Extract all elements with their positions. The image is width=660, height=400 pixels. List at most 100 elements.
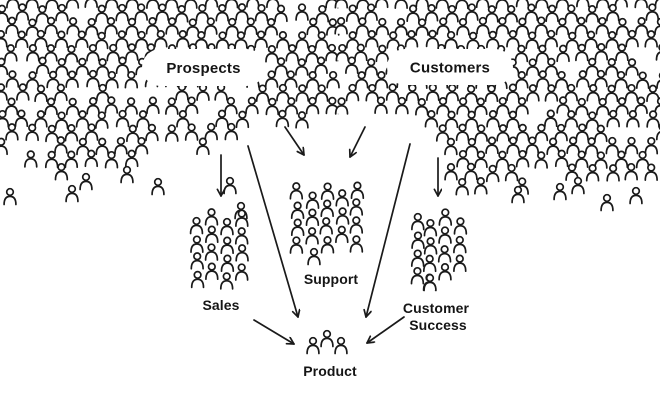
person-icon — [165, 97, 179, 115]
person-icon — [234, 227, 249, 245]
prospects-label: Prospects — [166, 60, 240, 77]
person-icon — [307, 247, 321, 266]
person-icon — [423, 237, 438, 255]
person-icon — [290, 218, 305, 237]
stray-person-icon — [223, 176, 237, 195]
person-icon — [64, 150, 79, 169]
stray-person-icon — [120, 165, 134, 184]
person-icon — [4, 97, 19, 116]
arrow-prospects-to-support — [284, 126, 305, 155]
person-icon — [435, 124, 450, 142]
person-icon — [535, 0, 549, 9]
person-icon — [335, 207, 350, 225]
person-icon — [220, 254, 235, 273]
person-icon — [220, 217, 234, 236]
person-icon — [0, 137, 8, 156]
person-icon — [145, 123, 159, 142]
person-icon — [364, 58, 378, 76]
sales-group — [189, 208, 249, 290]
product-label: Product — [303, 363, 357, 379]
stray-person-icon — [65, 184, 79, 203]
person-icon — [406, 4, 420, 23]
person-icon — [606, 164, 620, 182]
person-icon — [25, 0, 39, 9]
person-icon — [0, 57, 9, 76]
prospects-label-box — [142, 49, 265, 86]
person-icon — [320, 182, 335, 200]
person-icon — [515, 17, 530, 36]
person-icon — [146, 96, 160, 115]
person-icon — [204, 243, 219, 261]
person-icon — [654, 17, 660, 36]
person-icon — [335, 189, 349, 207]
person-icon — [624, 136, 639, 155]
customers-crowd — [334, 0, 660, 196]
person-icon — [334, 17, 348, 35]
person-icon — [76, 137, 90, 156]
person-icon — [534, 123, 549, 142]
person-icon — [438, 263, 452, 281]
person-icon — [25, 123, 39, 142]
person-icon — [276, 83, 290, 102]
person-icon — [45, 0, 59, 10]
person-icon — [106, 43, 120, 62]
person-icon — [295, 111, 309, 129]
person-icon — [276, 31, 290, 49]
flow-arrows — [221, 126, 438, 344]
person-icon — [295, 3, 309, 21]
stray-person-icon — [553, 182, 567, 201]
person-icon — [314, 31, 329, 49]
person-icon — [453, 235, 467, 254]
person-icon — [335, 225, 349, 244]
person-icon — [334, 97, 349, 115]
product-group — [306, 329, 348, 355]
person-icon — [614, 0, 628, 8]
person-icon — [289, 182, 304, 200]
person-icon — [214, 83, 228, 101]
person-icon — [438, 226, 452, 244]
person-icon — [495, 0, 509, 9]
person-icon — [438, 208, 453, 226]
person-icon — [576, 0, 590, 8]
support-label: Support — [304, 271, 359, 287]
person-icon — [394, 0, 408, 9]
person-icon — [444, 30, 458, 49]
person-icon — [453, 254, 467, 273]
customer-success-label-line2: Success — [409, 317, 467, 333]
person-icon — [544, 109, 558, 128]
person-icon — [415, 98, 429, 116]
person-icon — [444, 110, 459, 129]
person-icon — [444, 137, 458, 156]
arrow-sales-to-product — [253, 319, 295, 344]
person-icon — [189, 216, 204, 235]
person-icon — [326, 70, 340, 89]
person-icon — [334, 0, 349, 9]
person-icon — [26, 44, 40, 62]
customer-success-label: Customer Success — [403, 300, 473, 333]
person-icon — [455, 177, 469, 196]
person-icon — [24, 150, 38, 168]
person-icon — [34, 84, 48, 103]
person-icon — [224, 0, 239, 9]
person-icon — [334, 336, 348, 355]
arrow-customers-to-product — [366, 143, 411, 317]
person-icon — [305, 191, 320, 209]
person-icon — [319, 217, 333, 235]
person-icon — [104, 0, 119, 9]
person-icon — [375, 17, 390, 36]
prospects-crowd — [0, 0, 340, 181]
person-icon — [595, 0, 610, 9]
person-icon — [235, 244, 249, 262]
person-icon — [375, 44, 390, 63]
person-icon — [196, 83, 210, 101]
person-icon — [594, 151, 608, 169]
person-icon — [474, 177, 488, 195]
person-icon — [125, 0, 139, 9]
person-icon — [415, 18, 429, 36]
person-icon — [64, 45, 79, 63]
person-icon — [437, 245, 452, 263]
sales-label: Sales — [202, 297, 239, 313]
person-icon — [266, 0, 280, 9]
